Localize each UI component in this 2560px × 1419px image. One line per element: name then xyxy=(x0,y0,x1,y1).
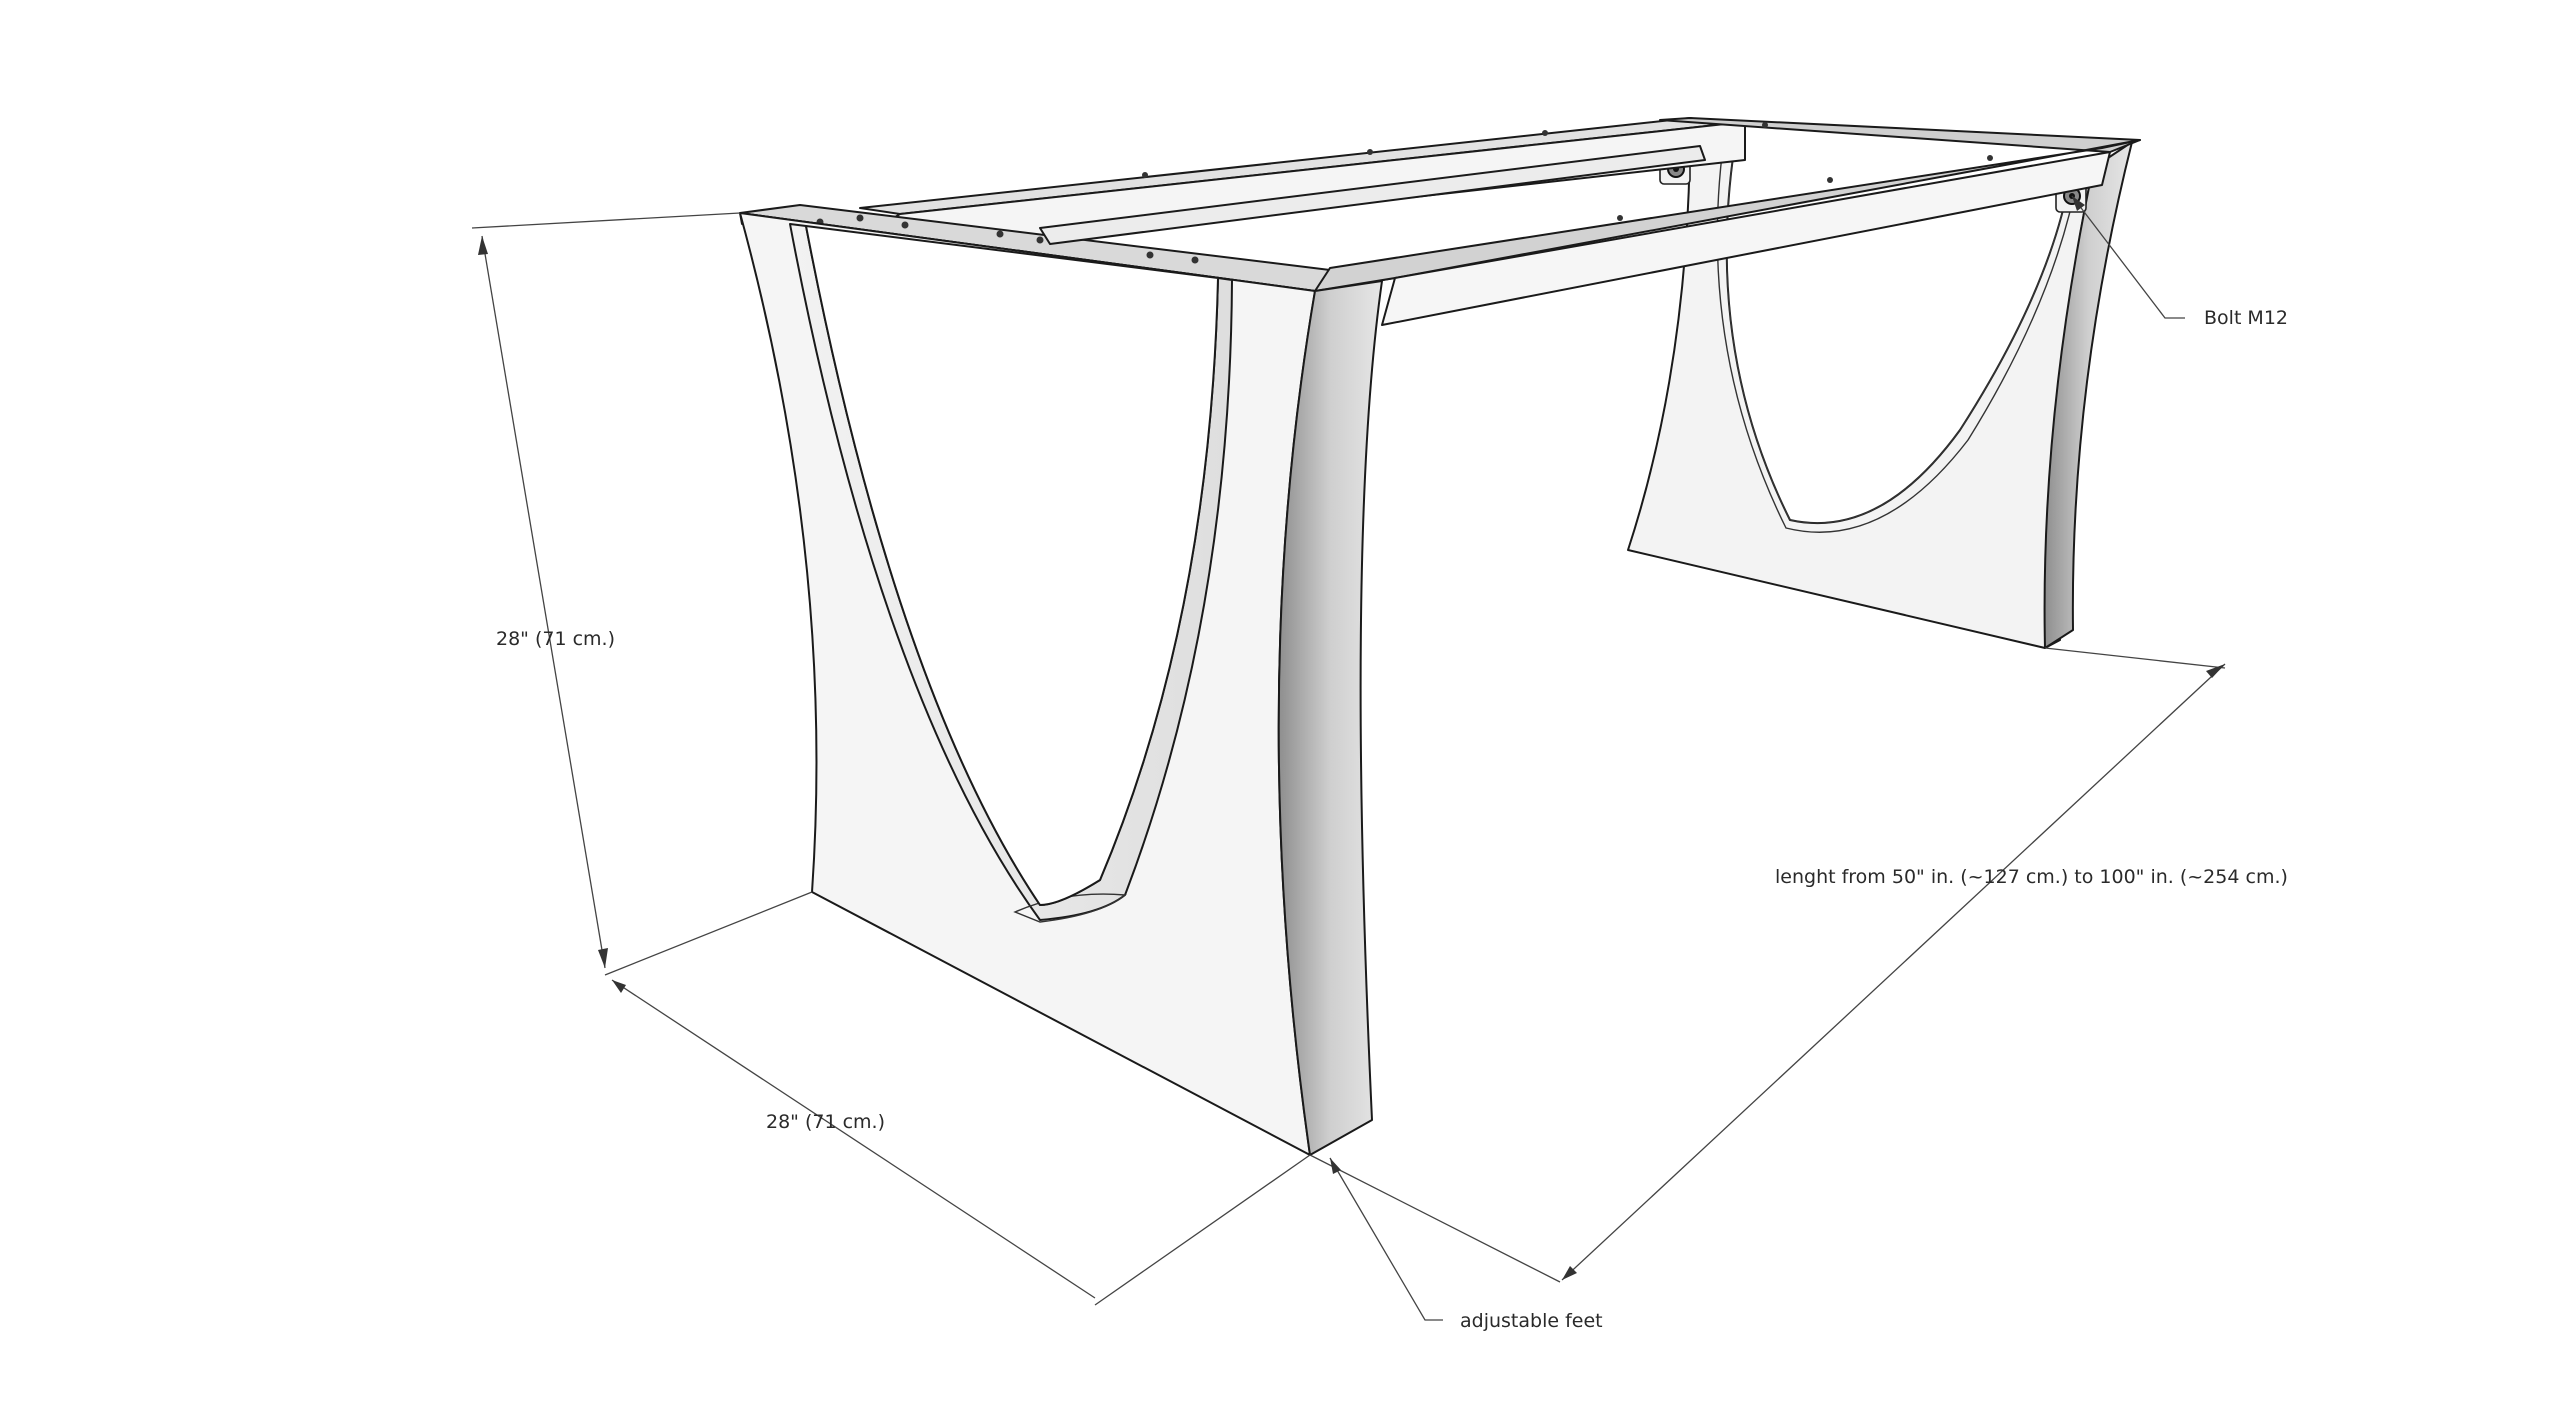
arrow-icon xyxy=(2072,196,2085,211)
arrow-icon xyxy=(478,236,488,255)
rail-holes xyxy=(816,122,1993,264)
length-label: lenght from 50" in. (~127 cm.) to 100" i… xyxy=(1775,866,2288,888)
arrow-icon xyxy=(1330,1158,1341,1174)
bolt-label: Bolt M12 xyxy=(2204,307,2288,329)
width-dimension-line xyxy=(611,979,1096,1299)
length-dimension-line xyxy=(1561,663,2226,1281)
arrow-icon xyxy=(2206,664,2225,678)
height-dimension-line xyxy=(481,235,606,969)
middle-rail xyxy=(1039,145,1706,245)
arrow-icon xyxy=(612,980,626,993)
front-leg-side xyxy=(1277,280,1383,1156)
feet-label: adjustable feet xyxy=(1460,1310,1603,1332)
width-label: 28" (71 cm.) xyxy=(766,1111,885,1133)
arrow-icon xyxy=(1562,1266,1577,1280)
front-rail-face xyxy=(1381,151,2111,326)
front-leg xyxy=(739,212,1383,1156)
back-leg-side xyxy=(2043,141,2133,649)
feet-leader-line xyxy=(1329,1157,1443,1321)
height-label: 28" (71 cm.) xyxy=(496,628,615,650)
bolt-leader-line xyxy=(2071,195,2185,319)
dimension-lines xyxy=(471,195,2226,1321)
arrow-icon xyxy=(598,948,608,968)
front-leg-arch-cut xyxy=(805,225,1219,906)
labels: 28" (71 cm.) 28" (71 cm.) lenght from 50… xyxy=(496,307,2288,1332)
